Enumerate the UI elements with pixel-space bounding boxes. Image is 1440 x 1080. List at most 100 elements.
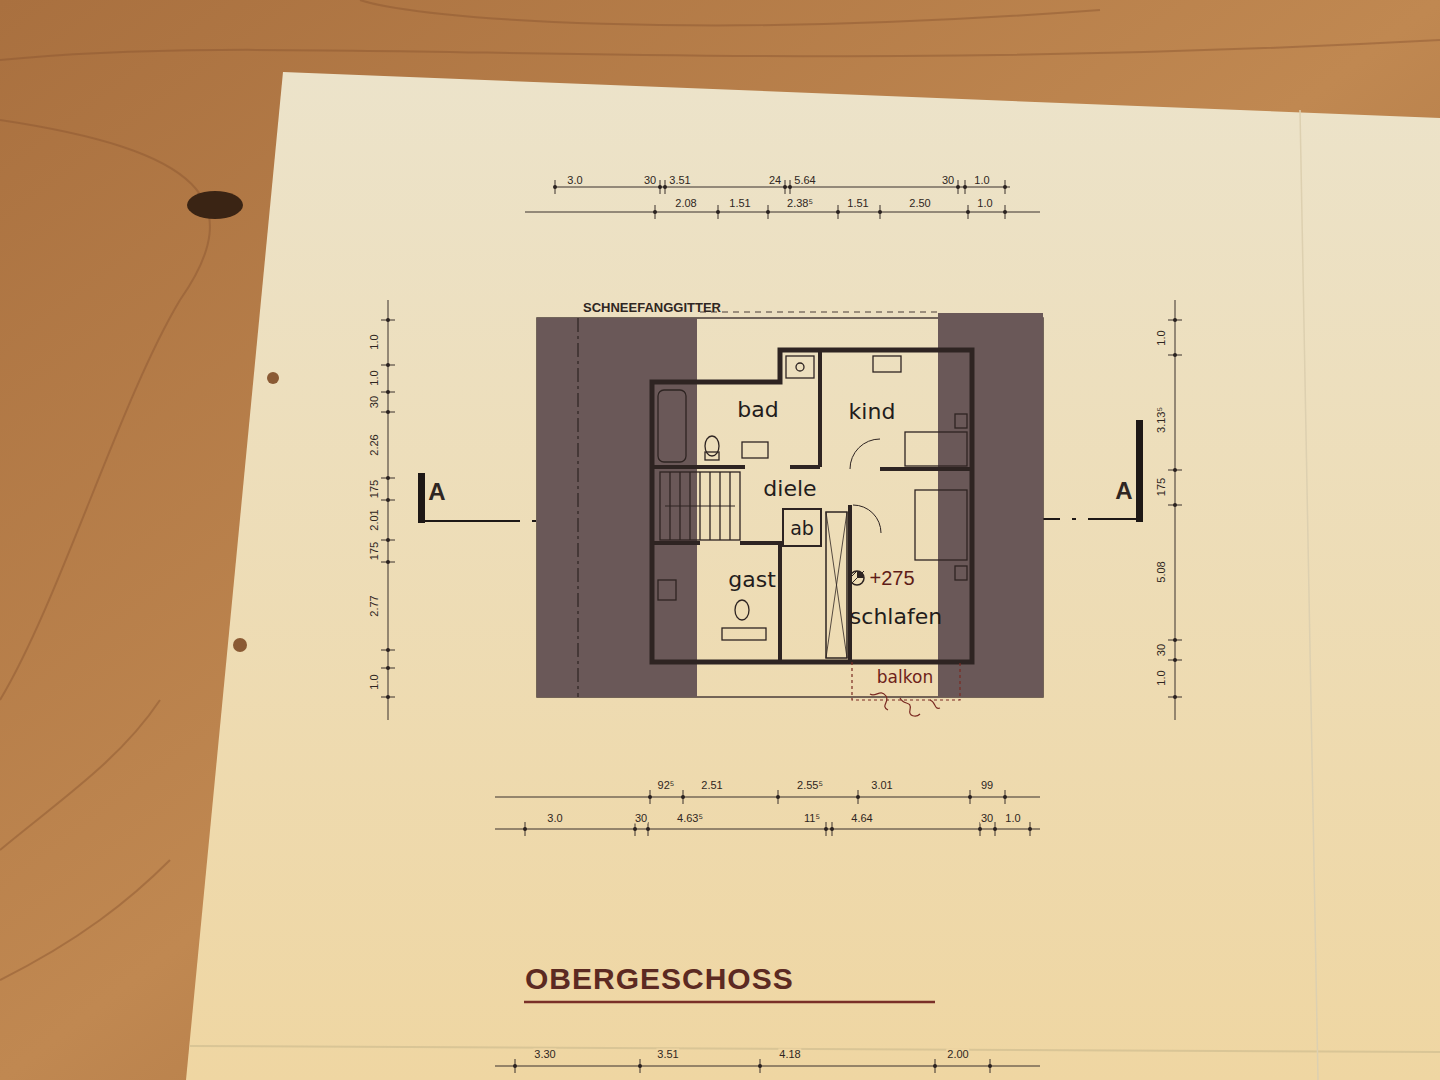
tick-dot [836,210,840,214]
dimension-line [495,829,1040,830]
door-swing [850,439,880,469]
balcony-scribble [870,693,940,716]
tick-dot [386,695,390,699]
dimension-tick [830,822,834,836]
room-area: bad [690,386,818,464]
punch-hole [233,638,247,652]
dimension-label: 30 [980,813,994,824]
tick-dot [978,827,982,831]
room-label: bad [737,398,778,422]
title-underline [524,1001,935,1004]
dimension-tick [758,1059,762,1073]
tick-dot [386,363,390,367]
dimension-label: 1.0 [976,198,993,209]
dimension-tick [381,476,395,480]
dimension-tick [681,790,685,804]
night-table [955,414,967,428]
inner-wall [652,543,780,662]
dimension-label: 3.51 [656,1049,679,1060]
dimension-tick [766,205,770,219]
shower [786,356,814,378]
dimension-tick [783,180,787,194]
dimension-label: 24 [768,175,782,186]
stair [660,472,740,540]
room-area: kind [823,356,969,466]
dimension-tick [1168,468,1182,472]
wood-knot [187,191,243,219]
bathtub [658,390,686,462]
tick-dot [1173,658,1177,662]
sink [742,442,768,458]
dimension-label: 5.64 [793,175,816,186]
tick-dot [1173,638,1177,642]
dimension-tick [993,822,997,836]
dimension-tick [878,205,882,219]
dimension-tick [836,205,840,219]
inner-wall [880,467,972,471]
dimension-tick [963,180,967,194]
tick-dot [968,795,972,799]
balcony-outline [852,662,960,700]
tick-dot [758,1064,762,1068]
tick-dot [658,185,662,189]
roof [537,312,1043,697]
punch-hole [267,372,279,384]
dimension-tick [646,822,650,836]
tick-dot [966,210,970,214]
toilet [705,436,719,456]
room-area: schlafen [853,470,970,660]
tick-dot [386,648,390,652]
stair-outline [660,472,740,540]
tick-dot [776,795,780,799]
dimension-line [525,212,1040,213]
night-table [955,566,967,580]
dimension-label: 2.38⁵ [786,198,814,209]
tick-dot [956,185,960,189]
dimension-label: 1.51 [846,198,869,209]
dimension-tick [1168,658,1182,662]
desk [873,356,901,372]
dimension-tick [1168,318,1182,322]
tick-dot [681,795,685,799]
inner-wall [652,465,820,469]
tick-dot [513,1064,517,1068]
dimension-label: 2.00 [946,1049,969,1060]
dimension-label: 30 [941,175,955,186]
dimension-row [525,205,1040,219]
dimension-tick [381,560,395,564]
dimension-label: 4.64 [850,813,873,824]
dimension-label: 1.0 [1156,669,1167,686]
dimension-tick [381,318,395,322]
outer-wall [652,350,972,662]
dimension-label: 4.63⁵ [676,813,704,824]
dimension-tick [933,1059,937,1073]
dimension-tick [1168,503,1182,507]
dimension-column [1168,300,1182,720]
tick-dot [646,827,650,831]
section-bar [1136,420,1143,522]
sink [722,628,766,640]
dimension-tick [381,410,395,414]
dimension-label: 2.08 [674,198,697,209]
dimension-tick [381,695,395,699]
dimension-label: 1.0 [369,673,380,690]
room-label: schlafen [850,605,942,629]
dimension-tick [856,790,860,804]
dimension-tick [648,790,652,804]
dimension-tick [1003,790,1007,804]
room-area: gast [690,546,778,658]
dimension-label: 1.0 [369,333,380,350]
dimension-label: 1.0 [1004,813,1021,824]
dimension-label: 3.30 [533,1049,556,1060]
dimension-tick [966,205,970,219]
tick-dot [993,827,997,831]
dimension-label: 2.50 [908,198,931,209]
tick-dot [523,827,527,831]
dimension-tick [658,180,662,194]
dimension-label: 2.01 [369,508,380,531]
dimension-tick [1168,353,1182,357]
dimension-tick [988,1059,992,1073]
dimension-tick [1028,822,1032,836]
